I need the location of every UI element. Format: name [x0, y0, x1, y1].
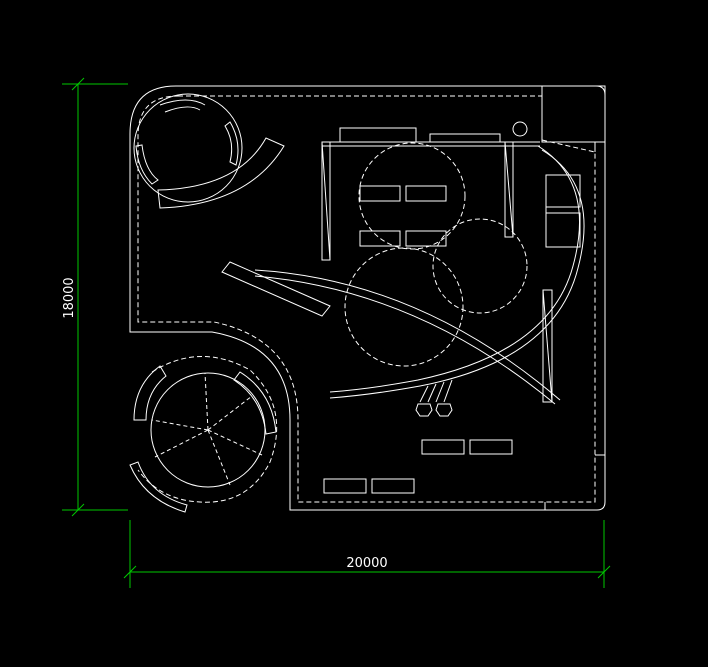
booth-outer-boundary	[129, 85, 606, 511]
segment-line-left	[154, 429, 209, 458]
round-table-top-left	[133, 93, 243, 203]
dashed-arc-outer	[137, 356, 278, 503]
segment-line-bottom	[207, 429, 231, 486]
stool-2	[435, 403, 453, 417]
width-tick-left	[123, 565, 137, 579]
dashed-circle-center	[344, 247, 464, 367]
height-tick-bottom	[71, 503, 85, 517]
bottom-counters	[323, 439, 513, 494]
bottom-left-round-zone	[129, 356, 278, 513]
curved-counter-top	[157, 137, 285, 209]
segment-line-upper-left	[151, 419, 209, 431]
partition-post-left-cross	[321, 141, 331, 261]
partition-post-left	[321, 141, 331, 261]
table-1	[359, 185, 401, 202]
meeting-area	[321, 121, 540, 367]
ribbon-inner-curve	[329, 145, 580, 393]
segment-line-bottom-right	[207, 429, 263, 456]
cabinet-top-left	[339, 127, 417, 143]
seat-arc-left	[135, 144, 159, 185]
device-stand-3	[435, 381, 445, 403]
ribbon-diagonal-outer	[254, 269, 561, 401]
dashed-circle-meeting	[358, 142, 466, 250]
counter-left-2	[371, 478, 415, 494]
booth-inner-dashed-boundary	[137, 95, 596, 503]
counter-right-1	[421, 439, 465, 455]
seat-arc-right	[224, 121, 239, 166]
seat-arc-top	[159, 99, 206, 106]
plant-pot	[512, 121, 528, 137]
counter-right-2	[469, 439, 513, 455]
device-stand-2	[427, 383, 437, 403]
height-tick-top	[71, 77, 85, 91]
partition-post-right-cross	[504, 141, 514, 238]
width-tick-right	[597, 565, 611, 579]
slanted-panel	[221, 261, 331, 317]
curved-ribbon	[221, 145, 585, 405]
seat-arc-top-inner	[164, 106, 201, 113]
seat-arc-bottom-left-top	[133, 365, 167, 421]
stool-1	[415, 403, 433, 417]
display-post-right-cross	[542, 289, 553, 403]
corner-storage-block	[541, 85, 606, 143]
segment-line-right	[207, 395, 253, 431]
ribbon-outer-curve	[329, 149, 585, 399]
dimension-lines	[62, 77, 611, 588]
table-3	[359, 230, 401, 247]
cabinet-top-right	[429, 133, 501, 143]
right-display-area	[542, 174, 581, 403]
ribbon-diagonal-inner	[254, 275, 556, 405]
display-panel-lower	[545, 212, 581, 248]
table-2	[405, 185, 447, 202]
height-dimension-label: 18000	[62, 277, 77, 318]
device-cluster	[415, 379, 453, 417]
top-left-round-zone	[133, 93, 285, 209]
display-post-right	[542, 289, 553, 403]
width-dimension-label: 20000	[346, 556, 387, 571]
device-stand-4	[443, 379, 453, 403]
dashed-circle-center-right	[432, 218, 528, 314]
seat-arc-bottom-left-right	[233, 371, 277, 435]
partition-post-right	[504, 141, 514, 238]
device-stand-1	[419, 385, 429, 403]
table-4	[405, 230, 447, 247]
segment-line-top	[204, 372, 209, 431]
counter-left-1	[323, 478, 367, 494]
seat-arc-bottom-left-bottom	[129, 461, 188, 513]
